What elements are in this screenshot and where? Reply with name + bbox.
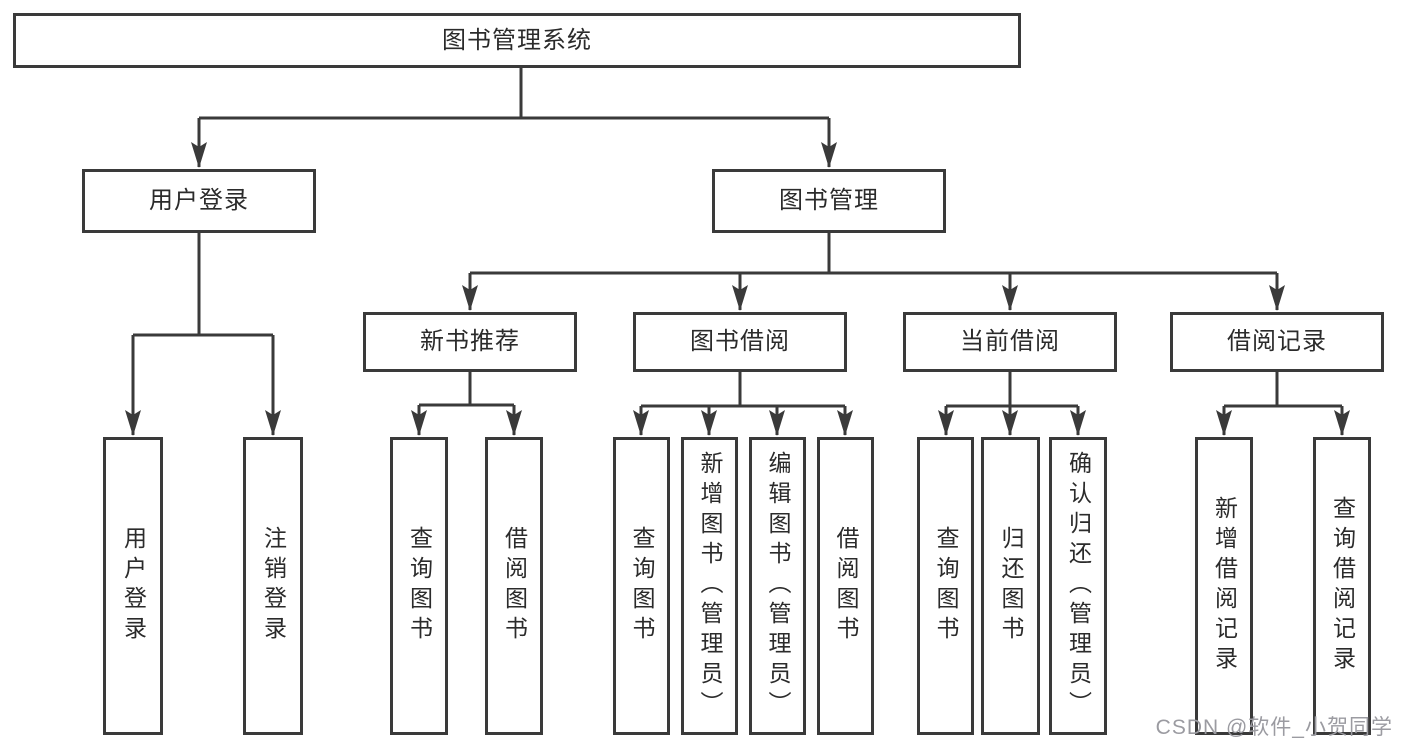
connector-book-borrow-to-leaves xyxy=(633,372,853,436)
node-borrow-record: 借阅记录 xyxy=(1170,312,1384,372)
leaf-borrow-books-borrow: 借阅图书 xyxy=(817,437,874,735)
leaf-query-books-borrow: 查询图书 xyxy=(613,437,670,735)
node-root-library-system: 图书管理系统 xyxy=(13,13,1021,68)
csdn-watermark: CSDN @软件_小贺同学 xyxy=(1155,716,1393,739)
leaf-query-books-newbook: 查询图书 xyxy=(390,437,448,735)
connector-borrow-record-to-leaves xyxy=(1216,372,1350,436)
node-book-management: 图书管理 xyxy=(712,169,946,233)
leaf-borrow-books-newbook: 借阅图书 xyxy=(485,437,543,735)
leaf-user-login: 用户登录 xyxy=(103,437,163,735)
node-book-borrow: 图书借阅 xyxy=(633,312,847,372)
leaf-confirm-return-admin: 确认归还（管理员） xyxy=(1049,437,1107,735)
leaf-add-borrow-record: 新增借阅记录 xyxy=(1195,437,1253,735)
leaf-edit-books-admin: 编辑图书（管理员） xyxy=(749,437,806,735)
leaf-return-books: 归还图书 xyxy=(981,437,1040,735)
leaf-query-borrow-record: 查询借阅记录 xyxy=(1313,437,1371,735)
leaf-add-books-admin: 新增图书（管理员） xyxy=(681,437,738,735)
connector-root-to-level2 xyxy=(191,68,837,168)
connector-user-login-to-leaves xyxy=(125,233,281,436)
node-current-borrow: 当前借阅 xyxy=(903,312,1117,372)
leaf-logout-login: 注销登录 xyxy=(243,437,303,735)
leaf-query-books-current: 查询图书 xyxy=(917,437,974,735)
node-user-login: 用户登录 xyxy=(82,169,316,233)
connector-new-book-to-leaves xyxy=(411,372,522,436)
connector-current-borrow-to-leaves xyxy=(938,372,1086,436)
node-new-book-recommend: 新书推荐 xyxy=(363,312,577,372)
connector-book-mgmt-to-level3 xyxy=(462,233,1285,311)
